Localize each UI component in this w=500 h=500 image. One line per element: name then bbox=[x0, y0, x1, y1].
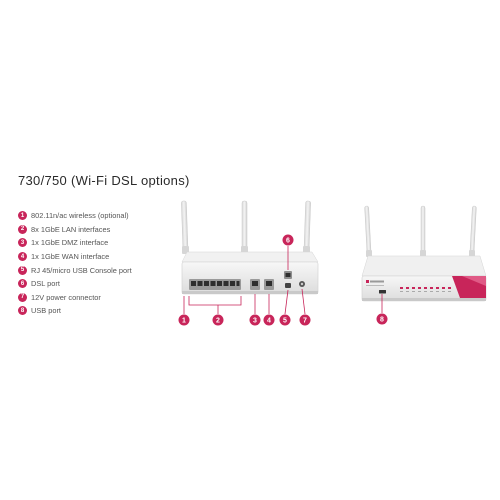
page-title: 730/750 (Wi-Fi DSL options) bbox=[18, 173, 190, 188]
antenna-icon bbox=[364, 205, 372, 257]
callout-label: 8 bbox=[380, 317, 384, 324]
callout-badge: 1 bbox=[178, 314, 190, 326]
antenna-icon bbox=[181, 200, 189, 254]
wan-port-icon bbox=[264, 279, 274, 290]
callout-label: 2 bbox=[216, 318, 220, 325]
callout-label: 3 bbox=[253, 318, 257, 325]
legend-label: 12V power connector bbox=[31, 292, 101, 302]
legend-number-badge: 4 bbox=[18, 252, 27, 262]
callout-label: 4 bbox=[267, 318, 271, 325]
antenna-icon bbox=[469, 205, 477, 257]
callout-badge: 5 bbox=[279, 314, 291, 326]
feature-legend: 1 802.11n/ac wireless (optional) 2 8x 1G… bbox=[18, 209, 183, 318]
legend-item: 4 1x 1GbE WAN interface bbox=[18, 250, 183, 264]
device-back-view: 1 2 3 4 5 6 7 bbox=[178, 200, 319, 326]
brand-logo-icon bbox=[366, 280, 384, 286]
legend-label: 8x 1GbE LAN interfaces bbox=[31, 224, 111, 234]
power-connector-icon bbox=[299, 281, 305, 287]
dmz-port-icon bbox=[250, 279, 260, 290]
legend-label: RJ 45/micro USB Console port bbox=[31, 265, 132, 275]
accent-stripe-icon bbox=[452, 276, 486, 298]
legend-number-badge: 7 bbox=[18, 292, 27, 302]
legend-item: 1 802.11n/ac wireless (optional) bbox=[18, 209, 183, 223]
callout-badge: 2 bbox=[212, 314, 224, 326]
legend-number-badge: 3 bbox=[18, 238, 27, 248]
legend-label: USB port bbox=[31, 306, 61, 316]
status-led-icon bbox=[400, 287, 451, 292]
legend-number-badge: 6 bbox=[18, 279, 27, 289]
legend-number-badge: 1 bbox=[18, 211, 27, 221]
usb-port-icon bbox=[379, 290, 386, 294]
legend-label: 802.11n/ac wireless (optional) bbox=[31, 211, 129, 221]
callout-label: 7 bbox=[303, 318, 307, 325]
callout-badge: 6 bbox=[282, 234, 294, 246]
legend-item: 2 8x 1GbE LAN interfaces bbox=[18, 223, 183, 237]
legend-item: 6 DSL port bbox=[18, 277, 183, 291]
legend-label: DSL port bbox=[31, 279, 60, 289]
legend-number-badge: 5 bbox=[18, 265, 27, 275]
legend-number-badge: 2 bbox=[18, 224, 27, 234]
legend-item: 8 USB port bbox=[18, 304, 183, 318]
dsl-port-icon bbox=[284, 271, 292, 279]
legend-label: 1x 1GbE WAN interface bbox=[31, 252, 110, 262]
antenna-icon bbox=[241, 200, 248, 254]
callout-badge: 4 bbox=[263, 314, 275, 326]
antenna-icon bbox=[303, 200, 311, 254]
callout-badge: 3 bbox=[249, 314, 261, 326]
legend-item: 7 12V power connector bbox=[18, 291, 183, 305]
antenna-icon bbox=[420, 205, 426, 257]
legend-number-badge: 8 bbox=[18, 306, 27, 316]
legend-item: 3 1x 1GbE DMZ interface bbox=[18, 236, 183, 250]
legend-item: 5 RJ 45/micro USB Console port bbox=[18, 263, 183, 277]
legend-label: 1x 1GbE DMZ interface bbox=[31, 238, 109, 248]
callout-badge: 8 bbox=[376, 313, 388, 325]
device-front-view: 8 bbox=[361, 205, 487, 325]
callout-label: 1 bbox=[182, 318, 186, 325]
callout-label: 5 bbox=[283, 318, 287, 325]
callout-label: 6 bbox=[286, 238, 290, 245]
callout-badge: 7 bbox=[299, 314, 311, 326]
lan-port-icon bbox=[189, 279, 241, 290]
console-port-icon bbox=[285, 283, 291, 288]
